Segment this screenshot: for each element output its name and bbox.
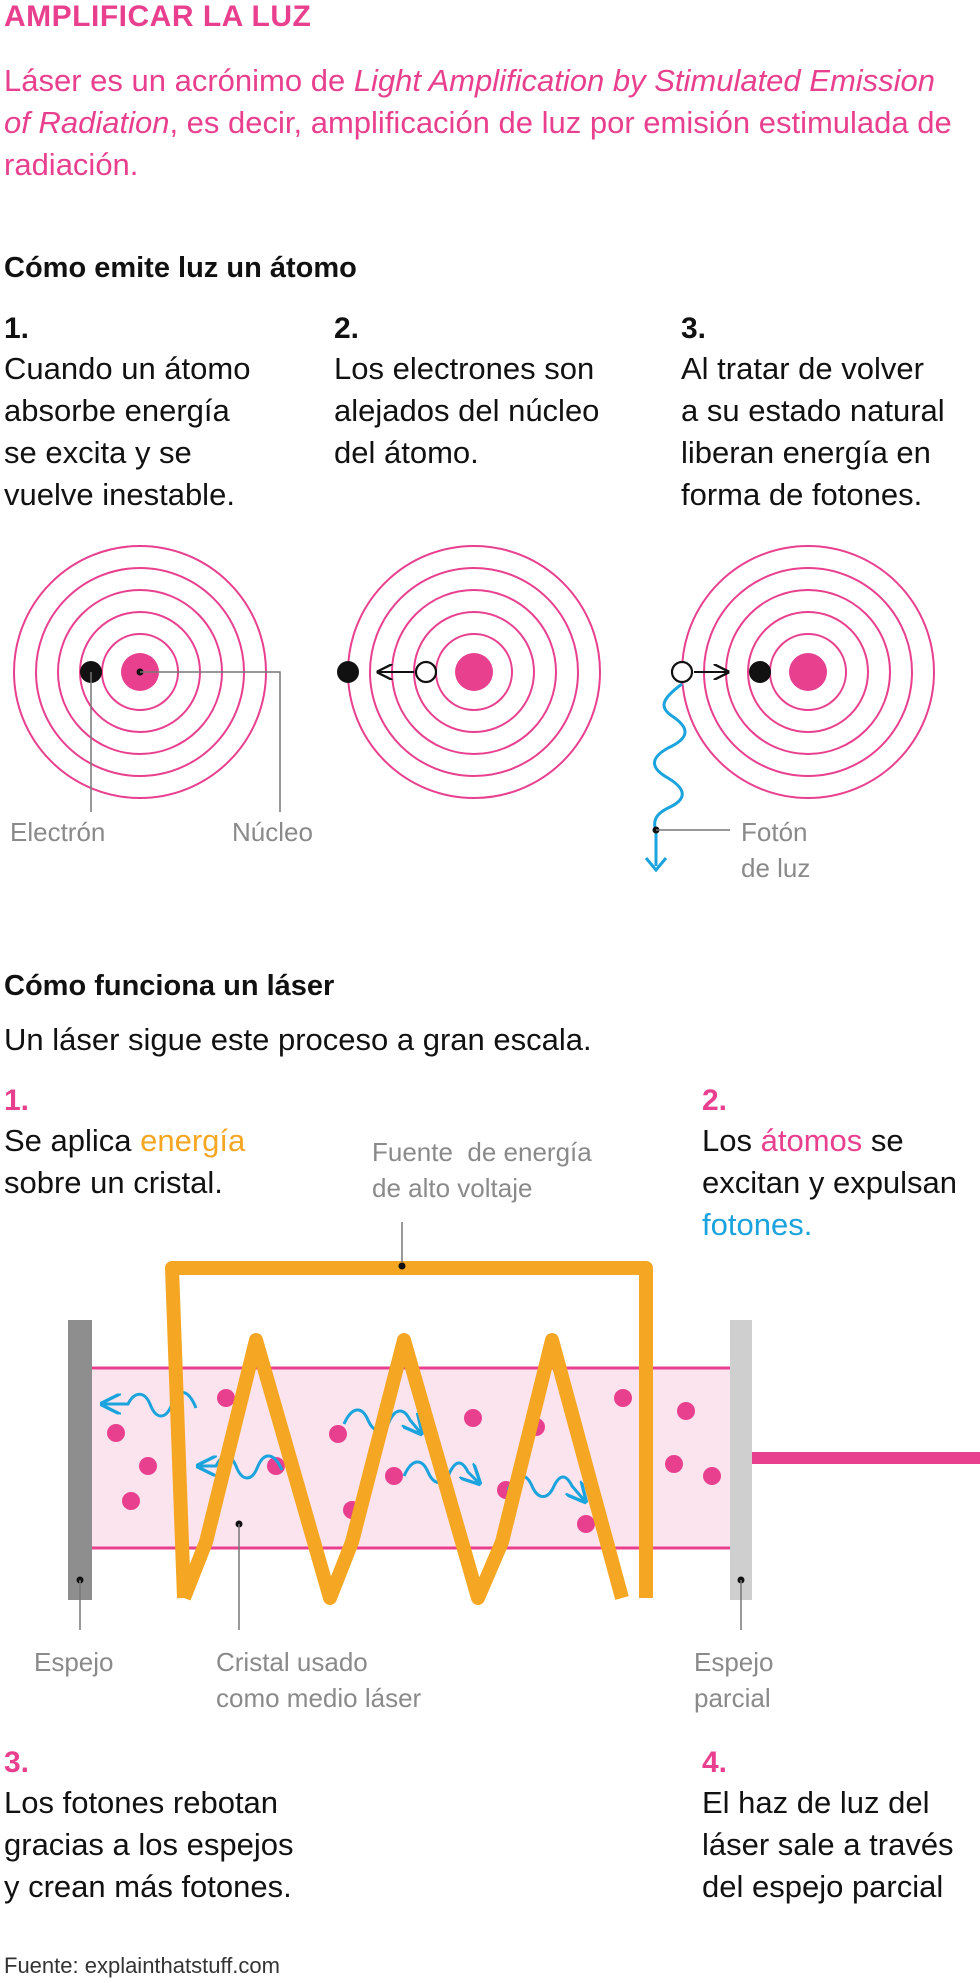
label-partial-mirror-line: parcial — [694, 1683, 771, 1713]
laser-step-4-line: del espejo parcial — [702, 1869, 944, 1904]
electron-3 — [749, 661, 771, 683]
laser-section-subtitle: Un láser sigue este proceso a gran escal… — [4, 1022, 592, 1057]
laser-step-2-text: Los átomos se excitan y expulsan fotones… — [702, 1120, 957, 1246]
atom-step-2-line: del átomo. — [334, 435, 479, 470]
atom-step-1: 1. Cuando un átomo absorbe energía se ex… — [4, 312, 250, 516]
label-electron: Electrón — [10, 817, 106, 847]
label-crystal-line: como medio láser — [216, 1683, 422, 1713]
atom-step-3-number: 3. — [681, 312, 707, 345]
atom-diagram-3 — [644, 545, 935, 873]
electron-2 — [337, 661, 359, 683]
laser-step-2-post: se — [862, 1123, 904, 1158]
intro-prefix: Láser es un acrónimo de — [4, 63, 354, 98]
partial-mirror — [730, 1320, 752, 1600]
atom-diagram-1 — [13, 545, 281, 812]
origin-electron-position — [670, 660, 694, 684]
atom-section-heading: Cómo emite luz un átomo — [4, 252, 357, 284]
atom-step-1-text: Cuando un átomo absorbe energía se excit… — [4, 348, 250, 516]
label-mirror: Espejo — [34, 1647, 114, 1677]
label-partial-mirror: Espejo parcial — [694, 1644, 774, 1716]
energy-highlight: energía — [140, 1123, 246, 1158]
page-title: AMPLIFICAR LA LUZ — [4, 0, 312, 33]
atom-step-2-line: Los electrones son — [334, 351, 595, 386]
source-credit: Fuente: explainthatstuff.com — [4, 1953, 280, 1978]
atom-step-3: 3. Al tratar de volver a su estado natur… — [681, 312, 945, 516]
intro-italic: Light Amplification by Stimulated Emissi… — [4, 63, 936, 140]
power-source-coil — [165, 1261, 653, 1599]
atom-step-1-line: se excita y se — [4, 435, 192, 470]
laser-step-4: 4. El haz de luz del láser sale a través… — [702, 1746, 954, 1908]
label-power-source-line: Fuente de energía — [372, 1137, 592, 1167]
nucleus-3 — [789, 653, 827, 691]
atom-step-3-line: a su estado natural — [681, 393, 945, 428]
laser-step-3-line: Los fotones rebotan — [4, 1785, 279, 1820]
atom-step-3-line: forma de fotones. — [681, 477, 923, 512]
laser-step-4-text: El haz de luz del láser sale a través de… — [702, 1782, 954, 1908]
laser-step-1: 1. Se aplica energía sobre un cristal. — [4, 1084, 245, 1204]
laser-step-2-number: 2. — [702, 1084, 728, 1117]
label-crystal-line: Cristal usado — [216, 1647, 368, 1677]
laser-section-heading: Cómo funciona un láser — [4, 970, 335, 1002]
empty-electron-position — [414, 660, 438, 684]
laser-step-4-number: 4. — [702, 1746, 728, 1779]
laser-step-1-line: sobre un cristal. — [4, 1165, 223, 1200]
laser-step-3-text: Los fotones rebotan gracias a los espejo… — [4, 1782, 294, 1908]
laser-step-2-line: excitan y expulsan — [702, 1165, 958, 1200]
atom-step-3-text: Al tratar de volver a su estado natural … — [681, 348, 945, 516]
atom-step-3-line: Al tratar de volver — [681, 351, 924, 386]
laser-step-3-number: 3. — [4, 1746, 30, 1779]
atom-step-3-line: liberan energía en — [681, 435, 931, 470]
laser-step-1-number: 1. — [4, 1084, 30, 1117]
atom-step-1-number: 1. — [4, 312, 30, 345]
label-nucleus: Núcleo — [232, 817, 313, 847]
laser-step-3-line: gracias a los espejos — [4, 1827, 294, 1862]
atom-step-2-number: 2. — [334, 312, 360, 345]
label-power-source: Fuente de energía de alto voltaje — [372, 1134, 592, 1206]
mirror — [68, 1320, 92, 1600]
laser-step-1-pre: Se aplica — [4, 1123, 141, 1158]
laser-step-3-line: y crean más fotones. — [4, 1869, 292, 1904]
laser-step-1-text: Se aplica energía sobre un cristal. — [4, 1120, 245, 1204]
laser-step-4-line: El haz de luz del — [702, 1785, 930, 1820]
photons-highlight: fotones. — [702, 1207, 813, 1242]
nucleus-2 — [455, 653, 493, 691]
photon-wave — [653, 682, 687, 866]
laser-step-3: 3. Los fotones rebotan gracias a los esp… — [4, 1746, 294, 1908]
intro-text: Láser es un acrónimo de Light Amplificat… — [4, 60, 964, 186]
atom-step-1-line: absorbe energía — [4, 393, 230, 428]
atom-step-2: 2. Los electrones son alejados del núcle… — [334, 312, 599, 474]
intro-suffix: , es decir, amplificación de luz por emi… — [4, 105, 952, 182]
laser-step-2: 2. Los átomos se excitan y expulsan foto… — [702, 1084, 957, 1246]
label-photon-line: de luz — [741, 853, 811, 883]
laser-step-2-pre: Los — [702, 1123, 761, 1158]
label-crystal: Cristal usado como medio láser — [216, 1644, 421, 1716]
laser-diagram — [68, 1222, 980, 1630]
laser-step-4-line: láser sale a través — [702, 1827, 954, 1862]
label-photon-line: Fotón — [741, 817, 808, 847]
label-photon: Fotón de luz — [741, 814, 810, 886]
atoms-highlight: átomos — [760, 1123, 863, 1158]
atom-step-2-text: Los electrones son alejados del núcleo d… — [334, 348, 599, 474]
atom-diagram-2 — [337, 545, 601, 799]
label-power-source-line: de alto voltaje — [372, 1173, 533, 1203]
atom-step-1-line: vuelve inestable. — [4, 477, 235, 512]
atom-step-1-line: Cuando un átomo — [4, 351, 251, 386]
label-partial-mirror-line: Espejo — [694, 1647, 774, 1677]
atom-step-2-line: alejados del núcleo — [334, 393, 600, 428]
